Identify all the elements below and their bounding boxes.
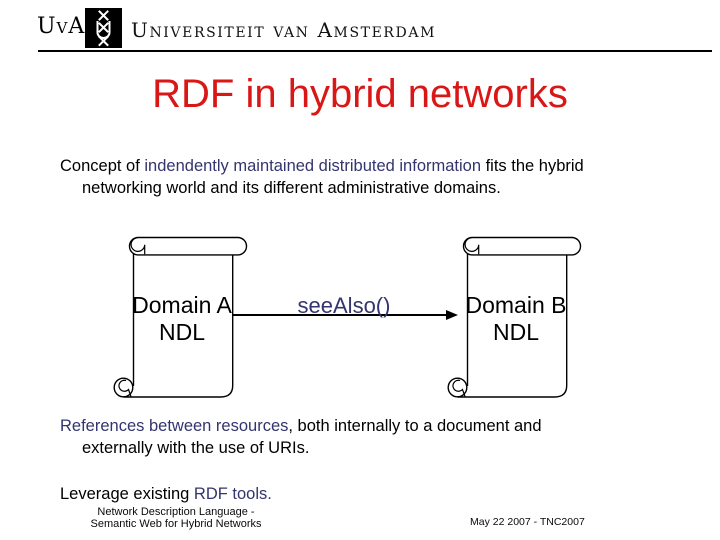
- domain-a-ndl: NDL: [158, 319, 205, 345]
- footer-date-event: May 22 2007 - TNC2007: [470, 516, 585, 528]
- header-divider: [38, 50, 712, 52]
- domain-b-label: Domain B NDL: [465, 292, 567, 346]
- text-segment: Leverage existing: [60, 485, 194, 503]
- domain-b-ndl: NDL: [492, 319, 539, 345]
- footer-line2: Semantic Web for Hybrid Networks: [90, 517, 262, 530]
- footer-line1: Network Description Language -: [97, 506, 255, 518]
- paragraph-concept-line2: networking world and its different admin…: [82, 179, 501, 197]
- domain-a-name: Domain A: [132, 292, 232, 318]
- domain-b-name: Domain B: [465, 292, 567, 318]
- uva-logo-text: UvA: [37, 14, 86, 39]
- domain-a-scroll: Domain A NDL: [110, 236, 250, 402]
- see-also-label: seeAlso(): [297, 293, 391, 318]
- text-segment-accent: indendently maintained distributed infor…: [144, 157, 482, 175]
- see-also-arrow-line: [232, 314, 448, 316]
- text-segment: , both internally to a document and: [288, 417, 542, 435]
- uva-three-crosses-icon: [96, 10, 111, 47]
- scroll-shape-icon: [447, 236, 582, 398]
- see-also-arrowhead-icon: [446, 310, 458, 320]
- text-segment-accent: References between resources: [60, 417, 289, 435]
- text-segment: Concept of: [60, 157, 145, 175]
- paragraph-references-line1: References between resources, both inter…: [60, 415, 542, 437]
- slide-title: RDF in hybrid networks: [152, 72, 568, 116]
- uva-crest-icon: [85, 8, 122, 48]
- paragraph-concept: Concept of indendently maintained distri…: [60, 155, 584, 199]
- domain-a-label: Domain A NDL: [131, 292, 233, 346]
- scroll-shape-icon: [113, 236, 248, 398]
- footer-presentation-name: Network Description Language - Semantic …: [86, 506, 266, 530]
- domain-b-scroll: Domain B NDL: [444, 236, 584, 402]
- text-segment-accent: RDF tools.: [193, 485, 272, 503]
- paragraph-references-line2: externally with the use of URIs.: [82, 439, 310, 457]
- university-name: Universiteit van Amsterdam: [131, 18, 437, 42]
- paragraph-concept-line1: Concept of indendently maintained distri…: [60, 155, 584, 177]
- text-segment: fits the hybrid: [481, 157, 584, 175]
- paragraph-leverage: Leverage existing RDF tools.: [60, 483, 272, 505]
- paragraph-references: References between resources, both inter…: [60, 415, 542, 459]
